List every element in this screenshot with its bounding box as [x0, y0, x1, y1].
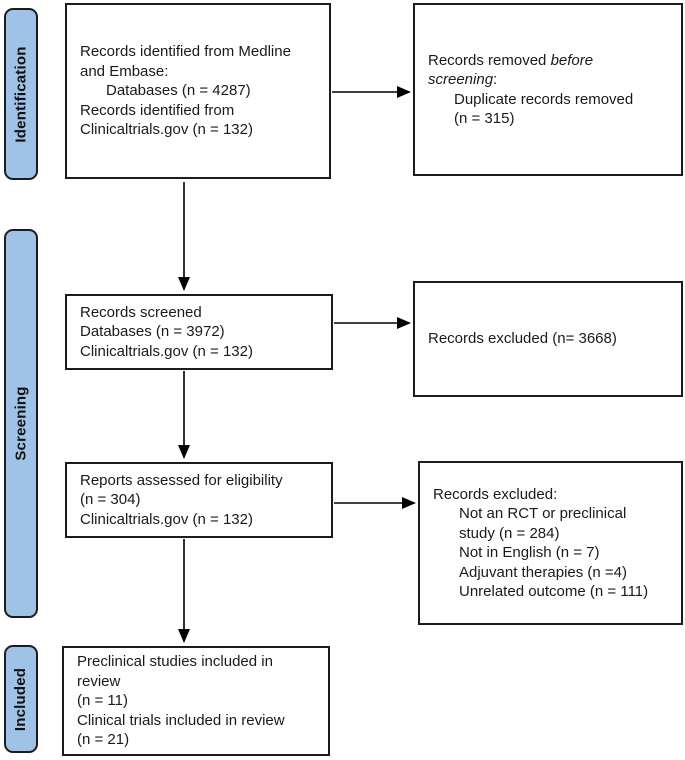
box-records-identified: Records identified from Medline and Emba…	[65, 3, 331, 179]
text-line: review	[77, 672, 121, 690]
stage-bar-included: Included	[4, 645, 38, 753]
text-line: Records removed before screening:	[428, 51, 633, 90]
text-segment: Records removed	[428, 51, 551, 69]
text-line: Records excluded:	[433, 485, 558, 503]
box-studies-included: Preclinical studies included in review (…	[62, 646, 330, 756]
stage-label-identification: Identification	[12, 45, 30, 143]
text-line: (n = 11)	[77, 692, 128, 710]
text-line: Not in English (n = 7)	[459, 544, 600, 561]
text-line: Databases (n = 4287)	[106, 82, 251, 100]
box-records-excluded-screening: Records excluded (n= 3668)	[413, 281, 683, 397]
box-reports-assessed: Reports assessed for eligibility (n = 30…	[65, 462, 333, 538]
text-line: study (n = 284)	[459, 524, 560, 542]
text-line: Records excluded (n= 3668)	[428, 330, 617, 348]
text-line: (n = 304)	[80, 491, 141, 509]
text-line: Duplicate records removed	[454, 90, 634, 108]
box-records-excluded-eligibility: Records excluded: Not an RCT or preclini…	[418, 461, 683, 625]
text-line: Records screened	[80, 303, 202, 321]
text-line: Preclinical studies included in	[77, 653, 273, 671]
text-line: Records identified from	[80, 101, 235, 119]
text-line: Databases (n = 3972)	[80, 323, 225, 341]
text-line: Clinicaltrials.gov (n = 132)	[80, 342, 253, 360]
text-line: Records identified from Medline	[80, 43, 291, 61]
text-line: Clinicaltrials.gov (n = 132)	[80, 510, 253, 528]
text-segment-italic: before screening	[428, 51, 594, 89]
box-records-screened: Records screened Databases (n = 3972) Cl…	[65, 294, 333, 370]
text-segment: :	[493, 71, 498, 88]
stage-label-included: Included	[12, 667, 30, 731]
text-line: and Embase:	[80, 62, 169, 80]
text-line: Adjuvant therapies (n =4)	[459, 563, 628, 581]
stage-label-screening: Screening	[12, 386, 30, 461]
text-line: Clinicaltrials.gov (n = 132)	[80, 121, 253, 139]
text-line: Reports assessed for eligibility	[80, 471, 283, 489]
text-line: Not an RCT or preclinical	[459, 505, 627, 522]
text-line: Unrelated outcome (n = 111)	[459, 583, 649, 600]
stage-bar-screening: Screening	[4, 229, 38, 618]
box-records-removed: Records removed before screening: Duplic…	[413, 3, 683, 176]
text-line: (n = 315)	[454, 110, 515, 127]
text-line: (n = 21)	[77, 731, 130, 749]
text-line: Clinical trials included in review	[77, 711, 285, 729]
stage-bar-identification: Identification	[4, 8, 38, 180]
